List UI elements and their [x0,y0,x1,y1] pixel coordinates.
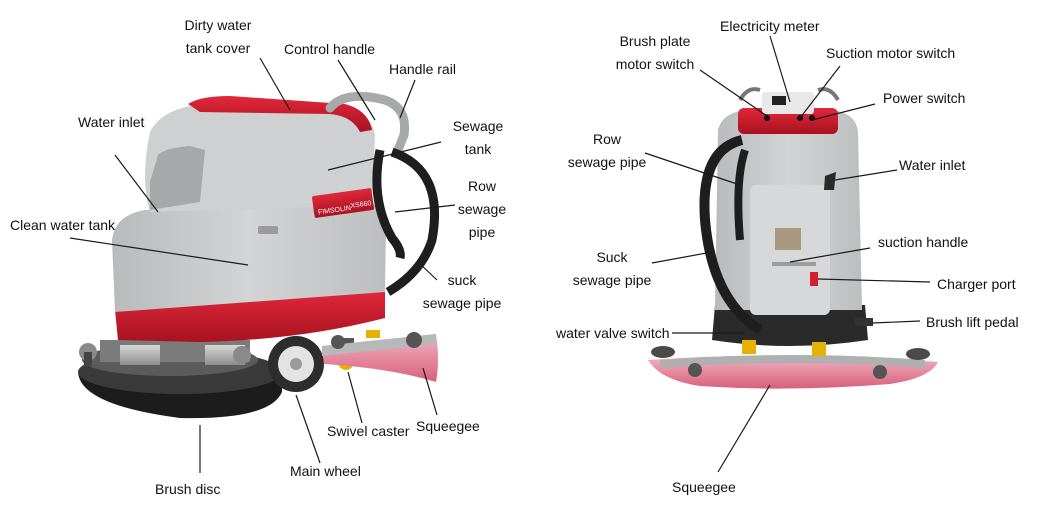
label-suck-sewage-pipe-right-line1: Suck [596,249,628,265]
left-machine: FIMSOLIN XS660 [78,91,440,419]
label-dirty-water-tank-cover-line2: tank cover [185,40,251,56]
right-yellow-knob-left [742,340,756,354]
left-main-wheel [268,336,324,392]
label-water-inlet-right: Water inlet [899,157,966,173]
label-suck-sewage-pipe-left-line1: suck [447,272,477,288]
label-brush-lift-pedal: Brush lift pedal [926,314,1019,330]
right-suck-sewage-pipe [699,135,763,335]
left-red-base [115,290,385,342]
label-sewage-tank-line1: Sewage [452,118,504,134]
right-yellow-knob-right [812,342,826,356]
label-brush-plate-motor-switch-line2: motor switch [615,56,695,72]
label-row-sewage-pipe-left-line3: pipe [468,224,496,240]
leader-main-wheel [295,394,321,464]
leader-control-handle [337,59,376,121]
leader-water-inlet-right [834,169,898,181]
label-handle-rail: Handle rail [389,61,456,77]
right-top-band [738,108,838,134]
label-dirty-water-tank-cover-line1: Dirty water [184,17,252,33]
right-machine [648,87,938,389]
label-row-sewage-pipe-right-line1: Row [592,131,621,147]
label-suck-sewage-pipe-left: suck sewage pipe [423,269,502,315]
label-suction-motor-switch: Suction motor switch [826,45,956,61]
right-brush-lift-pedal [855,318,873,326]
label-water-inlet-left: Water inlet [78,114,145,130]
leader-suck-sewage-pipe-left [417,261,438,281]
left-suck-sewage-pipe [385,147,440,296]
leader-suction-handle [789,247,871,263]
label-suck-sewage-pipe-right-line2: sewage pipe [572,272,652,288]
right-squeegee [648,346,938,389]
leader-suction-motor-switch [799,65,841,119]
leader-charger-port [817,278,931,283]
leader-water-inlet-left [114,154,159,213]
left-model-text: XS660 [350,200,372,210]
label-row-sewage-pipe-right-line2: sewage pipe [567,154,647,170]
right-suction-handle-bracket [775,228,801,250]
left-brush-disc [78,340,282,419]
label-row-sewage-pipe-left-line2: sewage [457,201,507,217]
leader-row-sewage-pipe-left [394,204,456,213]
right-row-sewage-pipe [734,148,749,241]
right-handle-left [738,87,761,102]
label-brush-plate-motor-switch: Brush plate motor switch [616,30,695,76]
label-control-handle: Control handle [284,41,376,57]
leader-row-sewage-pipe-right [644,152,741,186]
leader-electricity-meter [769,35,791,103]
right-water-inlet [824,172,836,190]
leader-power-switch [811,103,876,121]
leader-brush-plate-motor-switch [699,69,768,117]
right-power-switch [809,115,815,121]
label-brush-plate-motor-switch-line1: Brush plate [619,33,691,49]
left-sewage-tank [145,106,375,212]
label-row-sewage-pipe-right: Row sewage pipe [568,128,647,174]
left-row-sewage-pipe [372,149,405,260]
label-suck-sewage-pipe-right: Suck sewage pipe [573,246,652,292]
label-power-switch: Power switch [883,90,966,106]
left-brand-plate [312,188,374,218]
leader-dirty-water-tank-cover [259,57,291,111]
label-brush-disc: Brush disc [155,481,221,497]
label-sewage-tank-line2: tank [464,141,492,157]
right-chassis [712,305,868,346]
label-squeegee-right: Squeegee [672,479,736,495]
right-brush-switch [764,115,770,121]
leader-sewage-tank [327,141,442,171]
right-electricity-meter [772,96,786,105]
label-main-wheel: Main wheel [290,463,361,479]
leader-squeegee-left [422,367,438,416]
left-handle-rail [325,91,410,155]
label-electricity-meter: Electricity meter [720,18,820,34]
leader-brush-lift-pedal [871,320,921,324]
right-handle-right [817,87,840,102]
label-row-sewage-pipe-left-line1: Row [467,178,497,194]
label-clean-water-tank: Clean water tank [10,217,116,233]
right-suction-handle [772,262,816,266]
left-tank-cover [188,96,372,132]
leader-squeegee-right [717,384,771,473]
right-charger-port [810,272,818,286]
label-squeegee-left: Squeegee [416,418,480,434]
left-latch [258,226,278,234]
left-water-inlet-panel [150,146,205,210]
left-clean-water-tank [112,200,386,312]
label-row-sewage-pipe-left: Row sewage pipe [458,175,506,244]
leader-clean-water-tank [69,237,249,266]
label-charger-port: Charger port [937,276,1016,292]
label-sewage-tank: Sewage tank [453,115,504,161]
leader-lines [69,35,931,473]
label-dirty-water-tank-cover: Dirty water tank cover [185,14,252,60]
label-suck-sewage-pipe-left-line2: sewage pipe [422,295,502,311]
label-suction-handle: suction handle [878,234,969,250]
left-brand-text: FIMSOLIN [318,205,352,217]
leader-swivel-caster [347,371,363,424]
left-squeegee [322,330,438,382]
label-swivel-caster: Swivel caster [327,423,410,439]
label-water-valve-switch: water valve switch [556,325,670,341]
leader-suck-sewage-pipe-right [651,251,713,264]
leader-handle-rail [399,79,416,119]
